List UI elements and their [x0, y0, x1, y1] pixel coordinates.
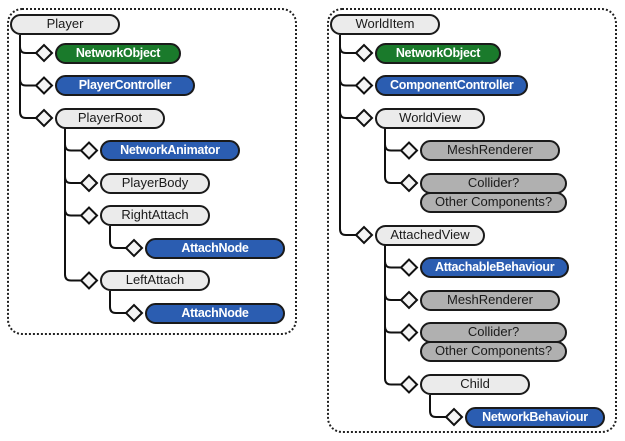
diamond-connector	[399, 375, 419, 394]
tree-wire	[64, 128, 81, 217]
node-pill-other-components: Other Components?	[420, 341, 568, 362]
diamond-connector	[354, 76, 374, 95]
diamond-connector	[399, 290, 419, 310]
node-pill-worlditem: WorldItem	[330, 14, 440, 35]
tree-wire	[64, 128, 81, 152]
diamond-connector	[399, 323, 419, 342]
tree-node-attachnode: AttachNode	[145, 237, 285, 259]
tree-wire	[109, 226, 126, 249]
tree-wire	[339, 35, 356, 119]
diamond-connector	[399, 141, 419, 160]
node-pill-rightattach: RightAttach	[100, 205, 210, 226]
diamond-connector	[399, 173, 419, 193]
tree-wire	[384, 245, 401, 301]
node-pill-player: Player	[10, 14, 120, 35]
tree-wire	[64, 128, 81, 282]
tree-node-attachedview: AttachedView	[375, 224, 485, 246]
tree-node-attachnode: AttachNode	[145, 302, 285, 324]
node-pill-child: Child	[420, 374, 530, 395]
tree-wire	[384, 128, 401, 184]
diamond-connector	[124, 238, 144, 258]
diamond-connector	[34, 43, 54, 63]
tree-wire	[384, 128, 401, 152]
tree-node-componentcontroller: ComponentController	[375, 75, 529, 96]
node-pill-leftattach: LeftAttach	[100, 270, 210, 291]
node-pill-attachnode: AttachNode	[145, 237, 285, 259]
tree-wire	[384, 245, 401, 334]
diamond-connector	[124, 303, 144, 323]
node-pill-worldview: WorldView	[375, 107, 485, 129]
tree-node-playerbody: PlayerBody	[100, 172, 210, 194]
tree-wire	[384, 245, 401, 269]
node-pill-playerbody: PlayerBody	[100, 172, 210, 194]
tree-wire	[109, 291, 126, 314]
tree-node-collider: Collider?Other Components?	[420, 322, 568, 362]
diamond-connector	[399, 258, 419, 277]
diamond-connector	[34, 76, 54, 95]
tree-wire	[19, 35, 36, 54]
node-pill-networkobject: NetworkObject	[55, 42, 181, 64]
node-pill-attachnode: AttachNode	[145, 302, 285, 324]
tree-node-attachablebehaviour: AttachableBehaviour	[420, 257, 570, 278]
tree-wire	[339, 35, 356, 87]
tree-node-playercontroller: PlayerController	[55, 75, 195, 96]
tree-node-worlditem: WorldItem	[330, 14, 440, 35]
node-pill-collider: Collider?	[420, 172, 568, 194]
diamond-connector	[79, 206, 99, 225]
tree-wire	[384, 245, 401, 386]
node-pill-meshrenderer: MeshRenderer	[420, 140, 560, 161]
tree-wire	[339, 35, 356, 54]
tree-node-player: Player	[10, 14, 120, 35]
node-pill-meshrenderer: MeshRenderer	[420, 289, 560, 311]
diamond-connector	[354, 225, 374, 245]
tree-node-collider: Collider?Other Components?	[420, 172, 568, 213]
node-pill-componentcontroller: ComponentController	[375, 75, 529, 96]
tree-node-networkbehaviour: NetworkBehaviour	[465, 406, 605, 428]
diamond-connector	[34, 108, 54, 128]
tree-node-playerroot: PlayerRoot	[55, 107, 165, 129]
tree-node-child: Child	[420, 374, 530, 395]
tree-node-worldview: WorldView	[375, 107, 485, 129]
node-pill-attachablebehaviour: AttachableBehaviour	[420, 257, 570, 278]
tree-wire	[429, 395, 446, 418]
tree-node-leftattach: LeftAttach	[100, 270, 210, 291]
diamond-connector	[354, 108, 374, 128]
node-pill-networkbehaviour: NetworkBehaviour	[465, 406, 605, 428]
tree-wire	[64, 128, 81, 184]
tree-wire	[339, 35, 356, 236]
tree-node-networkanimator: NetworkAnimator	[100, 140, 240, 161]
node-pill-networkobject: NetworkObject	[375, 42, 501, 64]
tree-node-rightattach: RightAttach	[100, 205, 210, 226]
node-pill-other-components: Other Components?	[420, 191, 568, 213]
tree-wire	[19, 35, 36, 87]
diamond-connector	[79, 271, 99, 290]
node-pill-playercontroller: PlayerController	[55, 75, 195, 96]
node-pill-networkanimator: NetworkAnimator	[100, 140, 240, 161]
tree-node-networkobject: NetworkObject	[375, 42, 501, 64]
diamond-connector	[79, 141, 99, 160]
diamond-connector	[444, 407, 464, 427]
tree-node-meshrenderer: MeshRenderer	[420, 289, 560, 311]
tree-wire	[19, 35, 36, 119]
node-pill-attachedview: AttachedView	[375, 224, 485, 246]
connector-wires	[19, 35, 144, 323]
diamond-connector	[354, 43, 374, 63]
node-pill-collider: Collider?	[420, 322, 568, 343]
node-pill-playerroot: PlayerRoot	[55, 107, 165, 129]
connector-wires	[339, 35, 464, 427]
tree-node-meshrenderer: MeshRenderer	[420, 140, 560, 161]
diamond-connector	[79, 173, 99, 193]
tree-node-networkobject: NetworkObject	[55, 42, 181, 64]
